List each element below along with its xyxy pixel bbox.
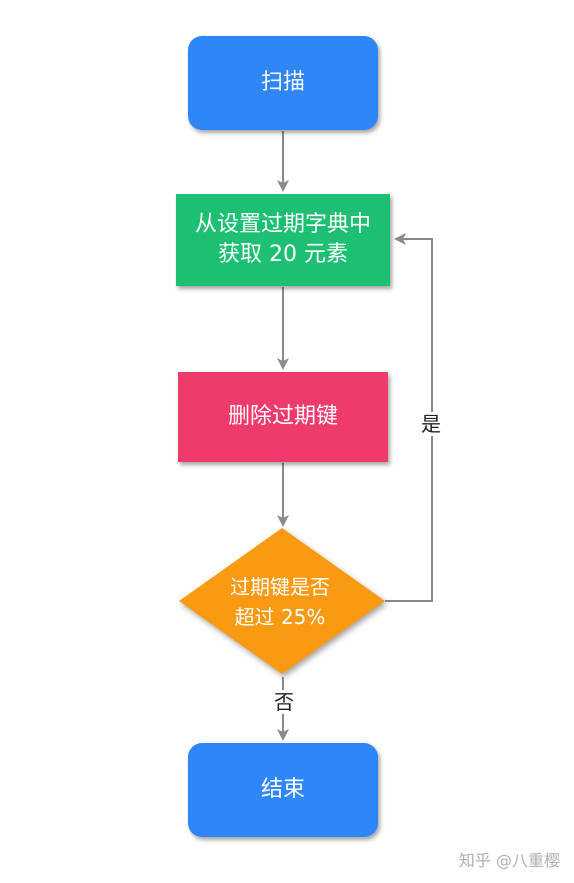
decision-line2: 超过 25% bbox=[234, 605, 326, 629]
decision-diamond bbox=[179, 528, 385, 674]
fetch-node-line2: 获取 20 元素 bbox=[218, 242, 348, 267]
delete-node-label: 删除过期键 bbox=[227, 404, 338, 429]
end-node-label: 结束 bbox=[260, 777, 305, 802]
end-node[interactable]: 结束 bbox=[188, 743, 378, 837]
edge-label-no: 否 bbox=[274, 690, 294, 714]
edge-label-yes: 是 bbox=[421, 412, 441, 436]
start-node[interactable]: 扫描 bbox=[188, 36, 378, 130]
fetch-elements-node[interactable]: 从设置过期字典中 获取 20 元素 bbox=[176, 194, 390, 286]
decision-line1: 过期键是否 bbox=[230, 575, 330, 599]
fetch-node-line1: 从设置过期字典中 bbox=[194, 212, 371, 237]
delete-expired-keys-node[interactable]: 删除过期键 bbox=[178, 372, 388, 462]
start-node-label: 扫描 bbox=[260, 70, 305, 95]
decision-node-text[interactable]: 过期键是否 超过 25% bbox=[180, 562, 380, 642]
watermark: 知乎 @八重樱 bbox=[458, 851, 560, 870]
